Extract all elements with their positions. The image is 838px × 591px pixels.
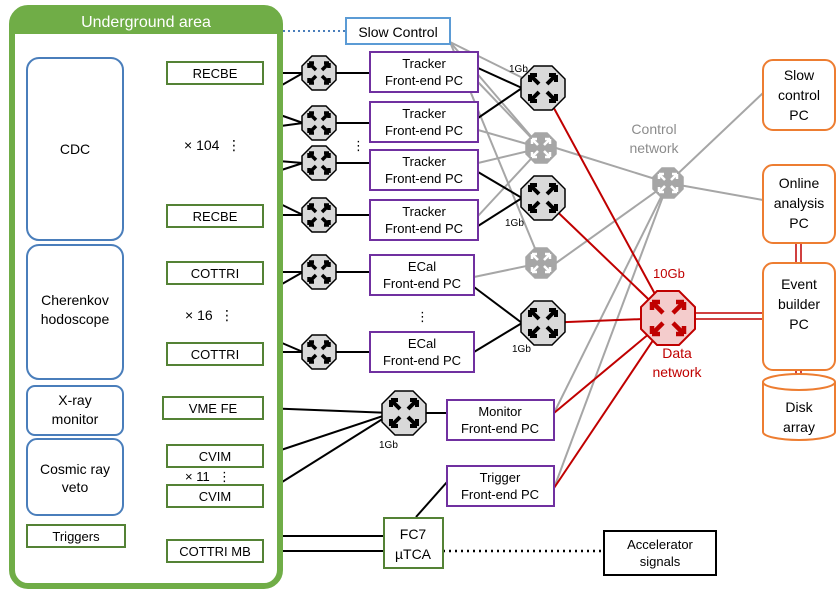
control-switch-icon [651, 166, 685, 200]
gb-label-2: 1Gb [505, 218, 524, 229]
accelerator-l1: Accelerator [627, 537, 693, 552]
data-switch-icon [641, 291, 695, 345]
electronics-boxes [162, 61, 264, 563]
mult-cdc: × 104 [184, 137, 220, 153]
data-network-l1: Data [662, 345, 692, 361]
switch-1gb-icon [380, 389, 428, 437]
accelerator-l2: signals [640, 554, 681, 569]
recbe-top-label: RECBE [193, 66, 238, 81]
monitor-l2: Front-end PC [461, 421, 539, 436]
mult-cosmic: × 11 [185, 469, 210, 484]
slow-pc-l2: control [778, 87, 820, 103]
data-network-l2: network [652, 364, 702, 380]
switch-icon [300, 144, 338, 182]
tracker4-l2: Front-end PC [385, 221, 463, 236]
mult-cosmic-dots: ⋮ [218, 469, 231, 484]
ecal2-l1: ECal [408, 336, 436, 351]
tracker3-l2: Front-end PC [385, 171, 463, 186]
gb-label-4: 1Gb [379, 440, 398, 451]
cvim-bottom-label: CVIM [199, 489, 232, 504]
frontend-boxes [369, 51, 555, 507]
ecal-dots: ⋮ [416, 309, 429, 324]
control-switch-icon [524, 131, 558, 165]
switch-icon [300, 54, 338, 92]
online-pc-l1: Online [779, 175, 820, 191]
switch-icon [300, 196, 338, 234]
cvim-top-label: CVIM [199, 449, 232, 464]
monitor-l1: Monitor [478, 404, 522, 419]
online-pc-l2: analysis [774, 195, 825, 211]
control-network-l1: Control [631, 121, 676, 137]
cdc-label: CDC [60, 141, 90, 157]
cherenkov-label-1: Cherenkov [41, 292, 109, 308]
xray-label-2: monitor [52, 411, 99, 427]
mult-cherenkov-dots: ⋮ [220, 307, 234, 323]
trigger-l2: Front-end PC [461, 487, 539, 502]
gb-label-1: 1Gb [509, 64, 528, 75]
triggers-label: Triggers [52, 529, 100, 544]
cosmic-label-1: Cosmic ray [40, 461, 110, 477]
slow-pc-l1: Slow [784, 67, 815, 83]
tracker1-l1: Tracker [402, 56, 446, 71]
slow-pc-l3: PC [789, 107, 808, 123]
tracker3-l1: Tracker [402, 154, 446, 169]
switch-1gb-icon [519, 299, 567, 347]
10gb-label: 10Gb [653, 266, 685, 281]
switch-1gb-icon [519, 174, 567, 222]
tracker4-l1: Tracker [402, 204, 446, 219]
switch-icon [300, 333, 338, 371]
cosmic-label-2: veto [62, 479, 89, 495]
control-switch-icon [524, 246, 558, 280]
ecal2-l2: Front-end PC [383, 353, 461, 368]
vme-fe-label: VME FE [189, 401, 238, 416]
utca-label: µTCA [395, 546, 432, 562]
slow-control-box [345, 17, 451, 45]
slow-control-label: Slow Control [358, 24, 437, 40]
event-builder-l1: Event [781, 276, 817, 292]
switch-icon [300, 104, 338, 142]
xray-label-1: X-ray [58, 392, 91, 408]
tracker-dots: ⋮ [352, 138, 365, 153]
server-boxes [762, 59, 836, 441]
ecal1-l2: Front-end PC [383, 276, 461, 291]
tracker1-l2: Front-end PC [385, 73, 463, 88]
underground-title: Underground area [81, 14, 211, 31]
ecal1-l1: ECal [408, 259, 436, 274]
trigger-l1: Trigger [480, 470, 521, 485]
triggers-box [26, 524, 126, 548]
cottri-top-label: COTTRI [191, 266, 239, 281]
cottri-bottom-label: COTTRI [191, 347, 239, 362]
gb-label-3: 1Gb [512, 344, 531, 355]
recbe-bottom-label: RECBE [193, 209, 238, 224]
fc7-label: FC7 [400, 526, 427, 542]
detector-boxes [26, 57, 124, 516]
online-pc-l3: PC [789, 215, 808, 231]
cottri-mb-label: COTTRI MB [179, 544, 251, 559]
tracker2-l1: Tracker [402, 106, 446, 121]
event-builder-l3: PC [789, 316, 808, 332]
disk-l1: Disk [785, 399, 813, 415]
disk-l2: array [783, 419, 815, 435]
mult-cherenkov: × 16 [185, 307, 213, 323]
switch-icon [300, 253, 338, 291]
tracker2-l2: Front-end PC [385, 123, 463, 138]
event-builder-l2: builder [778, 296, 820, 312]
fc7-box [383, 517, 444, 569]
accelerator-box [603, 530, 717, 576]
mult-cdc-dots: ⋮ [227, 137, 241, 153]
control-network-l2: network [629, 140, 679, 156]
cherenkov-label-2: hodoscope [41, 311, 110, 327]
